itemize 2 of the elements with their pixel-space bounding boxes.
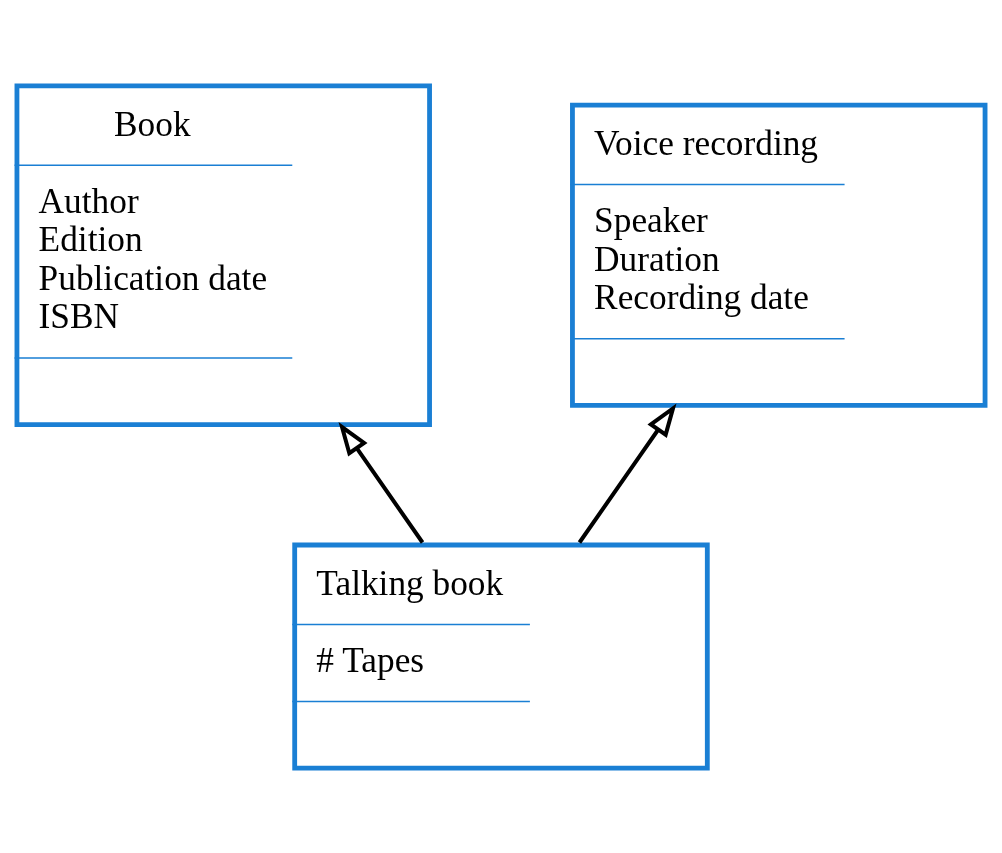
arrow [577,402,677,544]
arrow [338,421,425,544]
